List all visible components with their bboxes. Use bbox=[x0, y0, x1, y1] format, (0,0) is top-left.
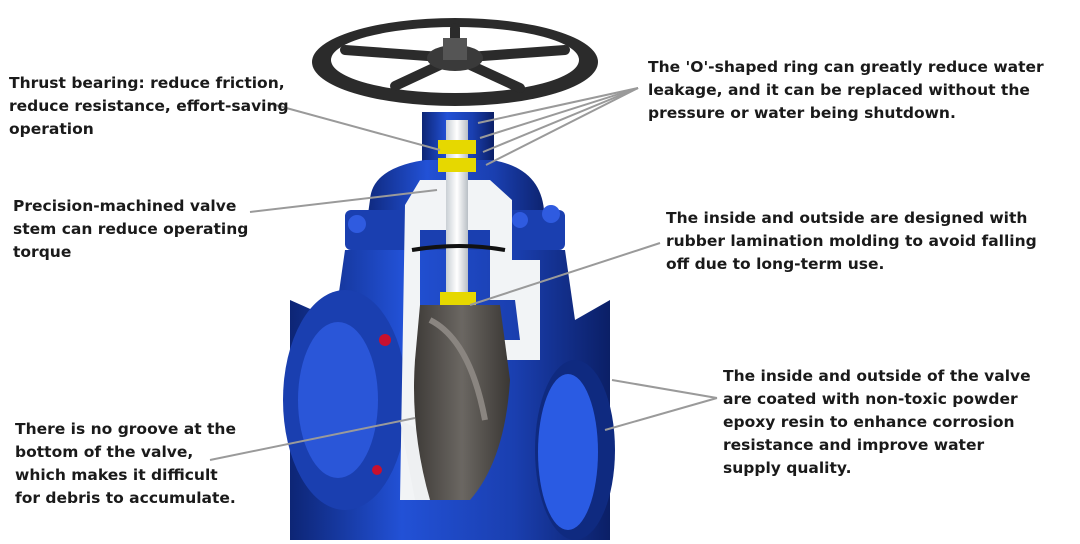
leader-lines bbox=[209, 87, 718, 461]
callout-thrust-bearing: Thrust bearing: reduce friction, reduce … bbox=[9, 74, 289, 138]
stem-and-gate bbox=[411, 120, 510, 500]
handwheel bbox=[312, 18, 598, 106]
callout-no-groove: There is no groove at the bottom of the … bbox=[15, 420, 236, 507]
callout-epoxy-coating: The inside and outside of the valve are … bbox=[723, 367, 1031, 477]
callout-rubber-lamination: The inside and outside are designed with… bbox=[666, 209, 1037, 273]
callout-o-ring: The 'O'-shaped ring can greatly reduce w… bbox=[648, 58, 1044, 122]
callout-valve-stem: Precision-machined valve stem can reduce… bbox=[13, 197, 249, 261]
